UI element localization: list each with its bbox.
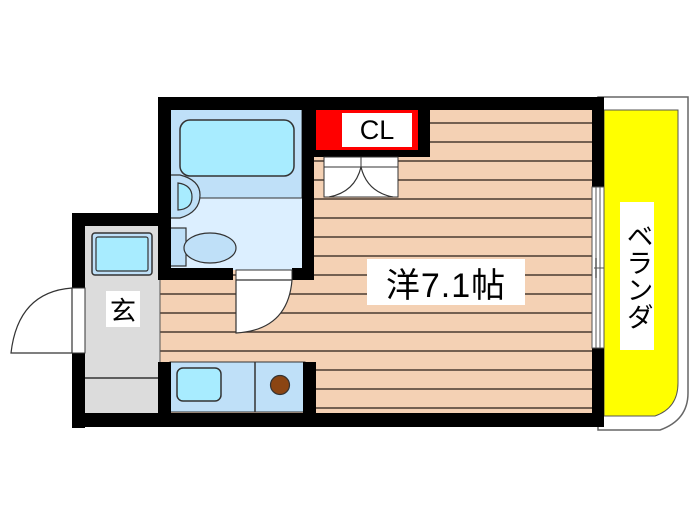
balcony-label: ベランダ bbox=[620, 202, 654, 350]
bathtub bbox=[179, 119, 295, 177]
stove-burner-icon bbox=[269, 374, 291, 396]
kitchen-sink bbox=[176, 367, 222, 402]
toilet-bowl bbox=[183, 232, 237, 264]
entrance-door[interactable] bbox=[10, 287, 73, 354]
main-room-label: 洋7.1帖 bbox=[367, 259, 525, 305]
bath-door[interactable] bbox=[235, 279, 293, 334]
closet-doors[interactable] bbox=[323, 166, 399, 198]
closet-label: CL bbox=[342, 113, 412, 147]
entrance-label: 玄 bbox=[106, 291, 140, 327]
